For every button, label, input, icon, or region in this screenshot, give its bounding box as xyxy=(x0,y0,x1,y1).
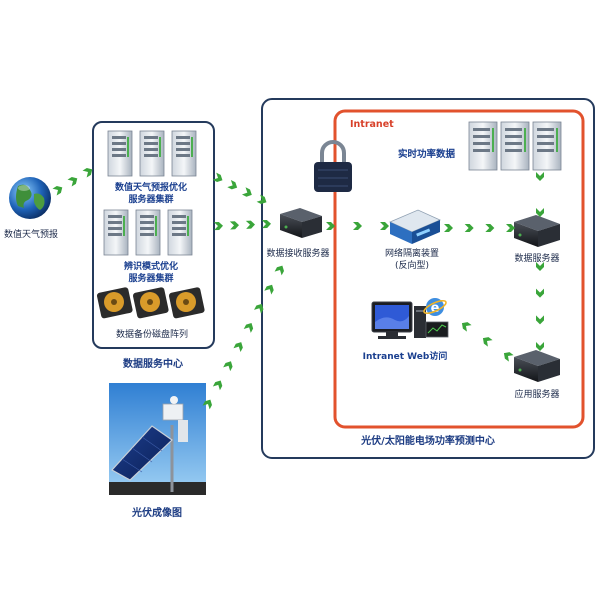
pv-image-label: 光伏成像图 xyxy=(132,508,182,519)
recognition-server-cluster-icon xyxy=(103,209,193,256)
chart-thumbnail-icon xyxy=(425,321,449,338)
browser-icon: e xyxy=(423,298,447,316)
data-flow-arrows xyxy=(52,168,544,410)
app-server-label: 应用服务器 xyxy=(514,390,560,400)
flow-arrow-data-server-to-app-server xyxy=(536,288,544,298)
flow-arrow-pv-to-receiver xyxy=(264,284,274,295)
flow-arrow-cluster1-to-receiver xyxy=(241,187,252,197)
flow-arrow-realtime-to-data-server xyxy=(536,208,544,217)
flow-arrow-pv-to-receiver xyxy=(254,303,264,314)
flow-arrow-realtime-to-data-server xyxy=(536,172,544,181)
flow-arrow-receiver-to-isolation xyxy=(326,222,335,230)
flow-arrow-cluster1-to-receiver xyxy=(256,194,267,205)
globe-icon xyxy=(9,177,51,219)
forecast-center-title: 光伏/太阳能电场功率预测中心 xyxy=(361,436,495,447)
padlock-icon xyxy=(314,140,352,192)
flow-arrow-pv-to-receiver xyxy=(233,342,243,352)
flow-arrow-globe-to-cluster xyxy=(67,177,78,187)
flow-arrow-app-server-to-web xyxy=(503,352,514,362)
flow-arrow-isolation-to-data-server xyxy=(485,224,495,232)
flow-arrow-pv-to-receiver xyxy=(212,380,223,391)
intranet-label: Intranet xyxy=(350,119,394,130)
flow-arrow-pv-to-receiver xyxy=(274,265,284,276)
data-server-label: 数据服务器 xyxy=(514,254,560,264)
realtime-data-server-cluster-icon xyxy=(468,121,562,171)
isolation-device-label-line2: (反向型) xyxy=(394,261,430,271)
flow-arrow-isolation-to-data-server xyxy=(506,224,515,232)
receive-server-label: 数据接收服务器 xyxy=(266,249,330,259)
nwp-source-label: 数值天气预报 xyxy=(4,230,59,240)
flow-arrow-app-server-to-web xyxy=(461,322,472,332)
disk-array-icon xyxy=(96,287,205,319)
flow-arrow-data-server-to-app-server xyxy=(536,315,544,325)
nwp-cluster-label-line1: 数值天气预报优化 xyxy=(114,183,188,193)
nwp-cluster-label-line2: 服务器集群 xyxy=(128,195,174,205)
intranet-zone xyxy=(333,109,585,429)
app-server-icon xyxy=(514,350,560,382)
nwp-server-cluster-icon xyxy=(107,130,197,177)
flow-arrow-isolation-to-data-server xyxy=(444,224,453,232)
flow-arrow-globe-to-cluster xyxy=(82,168,93,178)
flow-arrow-data-server-to-app-server xyxy=(536,262,544,271)
realtime-data-label: 实时功率数据 xyxy=(398,149,456,160)
flow-arrow-receiver-to-isolation xyxy=(380,222,389,230)
web-workstation-icon xyxy=(371,301,426,339)
recog-cluster-label-line1: 辨识模式优化 xyxy=(123,262,179,272)
flow-arrow-isolation-to-data-server xyxy=(464,224,474,232)
flow-arrow-cluster1-to-receiver xyxy=(227,179,238,190)
flow-arrow-cluster2-to-receiver xyxy=(261,219,271,229)
flow-arrow-cluster2-to-receiver xyxy=(245,220,255,229)
receive-server-icon xyxy=(280,208,322,238)
web-access-label: Intranet Web访问 xyxy=(362,352,448,362)
pv-photo xyxy=(109,383,206,495)
flow-arrow-pv-to-receiver xyxy=(243,323,254,333)
disk-array-label: 数据备份磁盘阵列 xyxy=(115,330,189,340)
data-service-center-title: 数据服务中心 xyxy=(123,359,183,370)
flow-arrow-receiver-to-isolation xyxy=(353,222,362,230)
recog-cluster-label-line2: 服务器集群 xyxy=(128,274,174,284)
network-isolation-device-icon xyxy=(389,209,441,244)
flow-arrow-pv-to-receiver xyxy=(202,399,212,410)
isolation-device-label-line1: 网络隔离装置 xyxy=(384,249,440,259)
data-server-icon xyxy=(514,215,560,247)
flow-arrow-cluster1-to-receiver xyxy=(212,172,223,183)
flow-arrow-app-server-to-web xyxy=(482,337,493,347)
flow-arrow-globe-to-cluster xyxy=(52,186,63,196)
flow-arrow-cluster2-to-receiver xyxy=(213,221,223,231)
flow-arrow-pv-to-receiver xyxy=(223,361,233,372)
flow-arrow-cluster2-to-receiver xyxy=(229,221,239,230)
flow-arrow-data-server-to-app-server xyxy=(536,342,544,351)
svg-text:e: e xyxy=(431,301,440,316)
